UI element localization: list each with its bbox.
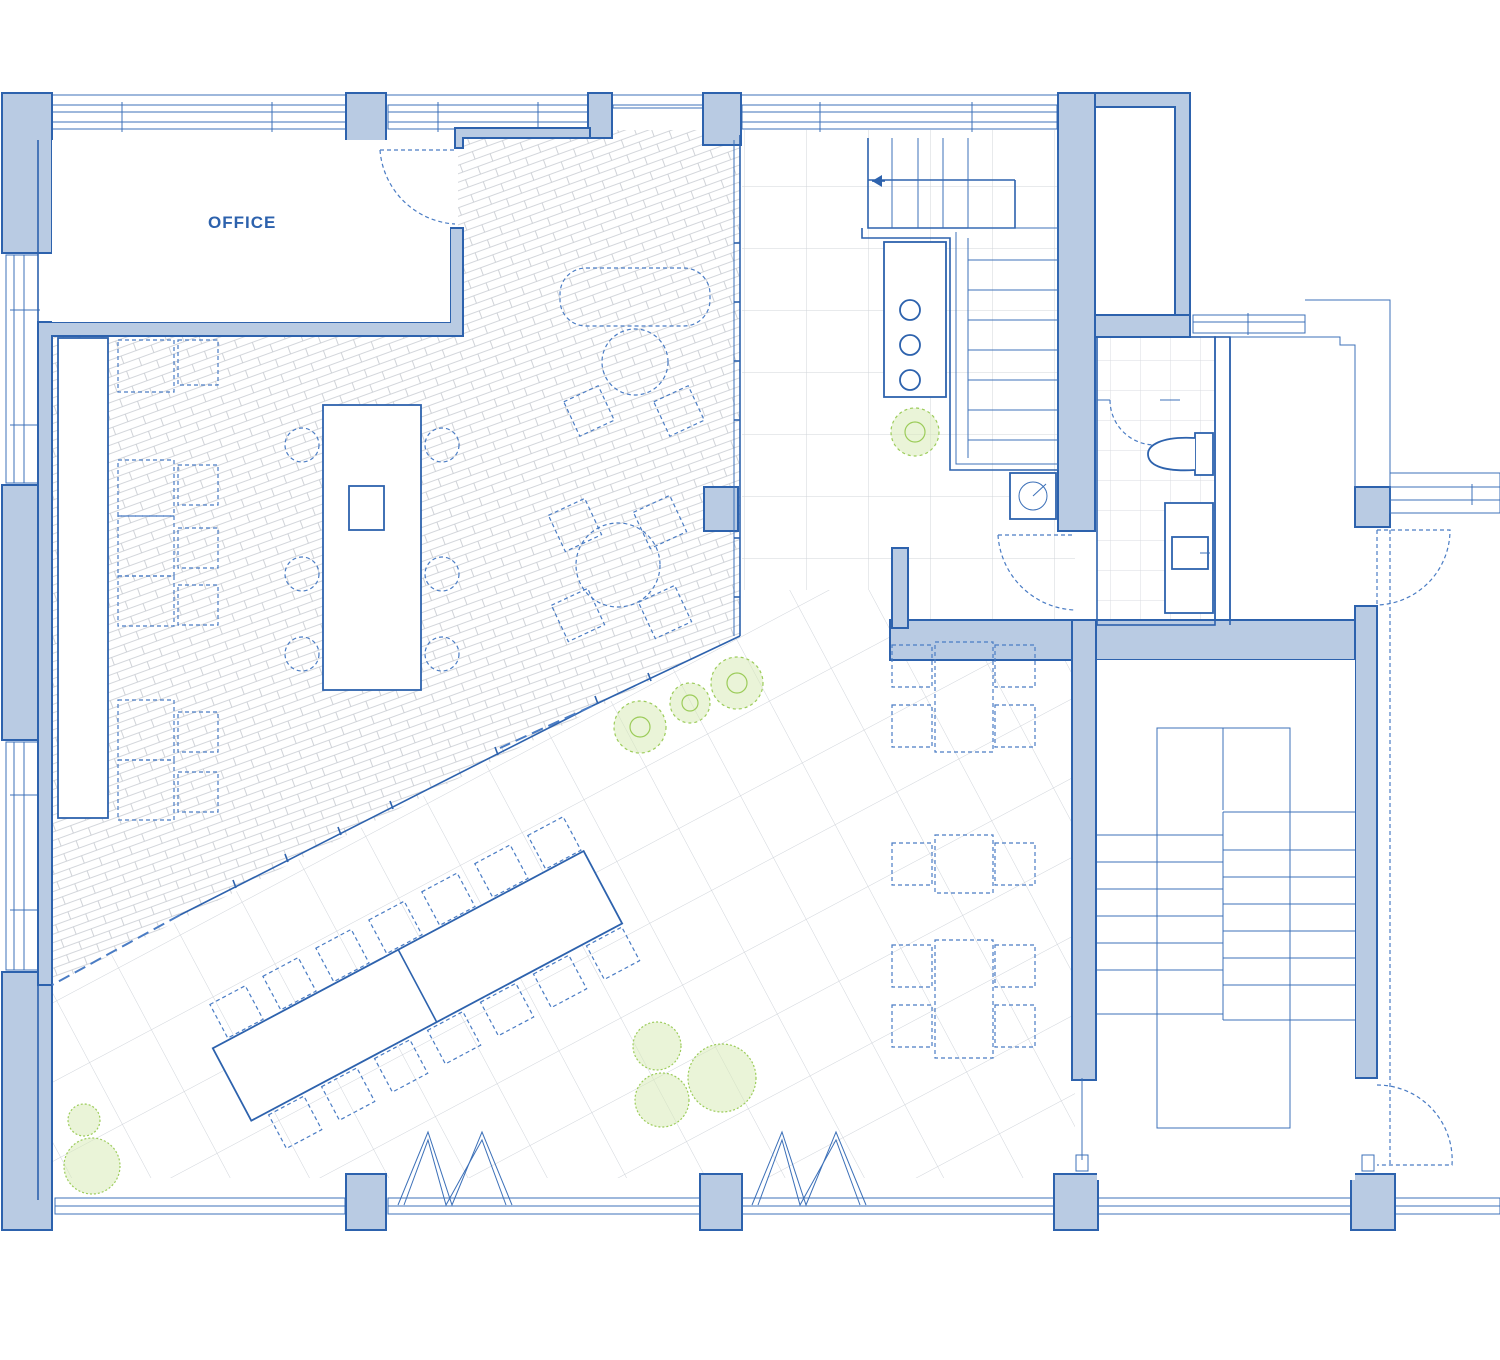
center-island <box>284 404 460 691</box>
top-windows <box>51 94 1058 132</box>
glass-partition <box>51 135 741 986</box>
upper-stair <box>861 138 1076 611</box>
plant-corner-2 <box>63 1137 121 1195</box>
bench-chairs <box>117 339 219 821</box>
plant-lower-2 <box>687 1043 757 1113</box>
lower-stair <box>1075 660 1375 1180</box>
lounge-seating <box>547 267 711 643</box>
walls <box>1 92 1396 1231</box>
office-label: OFFICE <box>208 213 276 232</box>
plants <box>63 407 940 1195</box>
plant-stair <box>890 407 940 457</box>
wall-bench <box>57 337 109 819</box>
office-room: OFFICE <box>52 140 456 322</box>
plant-cluster-2 <box>669 682 711 724</box>
bottom-windows <box>54 1197 1500 1215</box>
restroom <box>1096 336 1216 626</box>
right-dining <box>891 641 1036 1059</box>
plant-cluster-3 <box>613 700 667 754</box>
right-annex <box>1192 299 1500 1166</box>
folding-doors <box>397 1130 867 1207</box>
plant-corner-1 <box>67 1103 101 1137</box>
partition-mullions <box>232 242 740 889</box>
plant-cluster-1 <box>710 656 764 710</box>
plant-lower-3 <box>634 1072 690 1128</box>
plant-lower-1 <box>632 1021 682 1071</box>
